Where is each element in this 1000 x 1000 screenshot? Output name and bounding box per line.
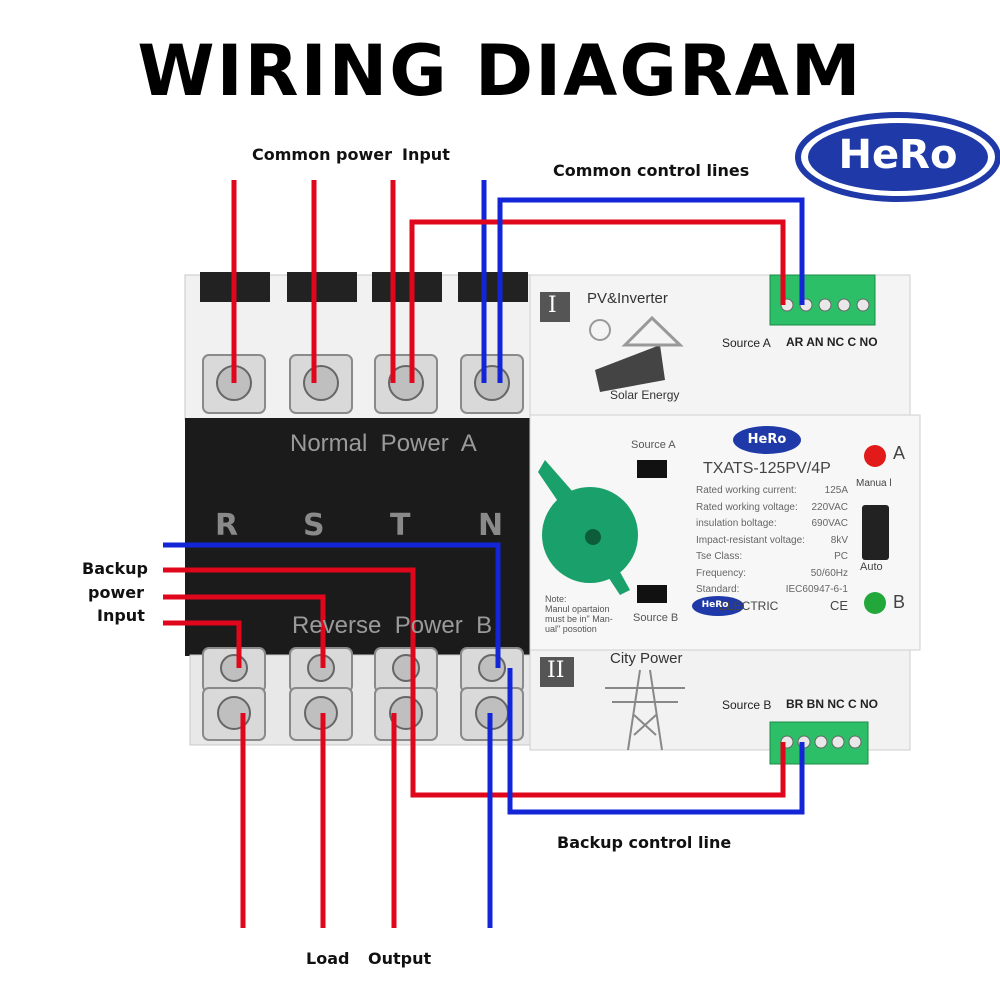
auto-label: Auto: [860, 561, 883, 573]
note-line: Manul opartaion: [545, 604, 610, 614]
wire-backup-control-bn: [507, 668, 805, 815]
manual-note: Note: Manul opartaion must be in" Man- u…: [545, 594, 613, 634]
window-source-a: Source A: [631, 439, 676, 451]
label-backup-control-line: Backup control line: [557, 833, 732, 852]
wires: [163, 180, 805, 928]
spec-value: IEC60947-6-1: [785, 584, 848, 595]
spec-row: Impact-resistant voltage: 8kV: [696, 533, 848, 550]
spec-value: 690VAC: [811, 518, 848, 529]
label-common-control-lines: Common control lines: [553, 161, 750, 180]
spec-key: Frequency:: [696, 567, 747, 579]
spec-row: Rated working current: 125A: [696, 483, 848, 500]
electric-label: ELECTRIC: [719, 599, 779, 613]
phase-letter-n: N: [478, 508, 504, 543]
pv-inverter-label: PV&Inverter: [587, 290, 668, 307]
phase-letter-r: R: [215, 508, 239, 543]
wire-backup-t: [163, 567, 416, 668]
reverse-power-label: Reverse Power B: [292, 612, 493, 639]
wire-backup-s: [163, 594, 326, 668]
solar-energy-label: Solar Energy: [610, 388, 680, 402]
label-input-top: Input: [402, 145, 450, 164]
lamp-b: [864, 592, 886, 614]
ce-mark: CE: [830, 598, 849, 613]
hero-logo-text: HeRo: [838, 132, 958, 178]
indicator-a-label: A: [893, 443, 906, 463]
face-logo-small-text: HeRo: [701, 600, 729, 610]
wire-control-ar: [409, 219, 786, 383]
label-power: power: [88, 583, 144, 602]
face-logo: [692, 426, 801, 616]
breaker-top-poles: [184, 272, 531, 421]
spec-key: Standard:: [696, 584, 740, 595]
note-line: ual" posotion: [545, 624, 597, 634]
source-b-terminal-label: Source B: [722, 698, 772, 712]
spec-value: 50/60Hz: [810, 567, 848, 579]
manual-label: Manua l: [856, 478, 892, 489]
phase-letter-s: S: [303, 508, 325, 543]
mode-switch[interactable]: [862, 505, 889, 560]
wire-backup-r: [163, 620, 242, 668]
city-power-label: City Power: [610, 650, 683, 667]
note-line: Note:: [545, 594, 567, 604]
spec-key: Rated working voltage:: [696, 501, 798, 513]
spec-key: Rated working current:: [696, 485, 797, 496]
wire-backup-n: [163, 542, 501, 668]
label-backup: Backup: [82, 559, 148, 578]
spec-value: 125A: [824, 485, 848, 496]
upper-terminal-names: AR AN NC C NO: [786, 335, 878, 349]
normal-power-label: Normal Power A: [290, 430, 477, 457]
spec-key: Tse Class:: [696, 551, 743, 562]
lamp-a: [864, 445, 886, 467]
label-common-power: Common power: [252, 145, 392, 164]
spec-value: PC: [834, 551, 848, 562]
sun-icon: [589, 319, 611, 341]
spec-key: Impact-resistant voltage:: [696, 534, 805, 546]
wire-backup-control-br: [410, 668, 786, 798]
black-block: [185, 418, 530, 656]
phase-letter-t: T: [390, 508, 411, 543]
note-line: must be in" Man-: [545, 614, 613, 624]
spec-key: insulation boltage:: [696, 518, 777, 529]
controller-body: [529, 274, 921, 765]
face-logo-text: HeRo: [747, 432, 787, 447]
label-output: Output: [368, 949, 432, 968]
source-a-terminal-label: Source A: [722, 336, 771, 350]
panel-roman-ii: II: [547, 658, 565, 683]
lower-terminal-names: BR BN NC C NO: [786, 697, 878, 711]
solar-panel-icon: [595, 345, 665, 392]
page-title: WIRING DIAGRAM: [137, 30, 863, 112]
power-tower-icon: [605, 669, 685, 751]
house-icon: [621, 315, 684, 347]
spec-value: 220VAC: [811, 501, 848, 513]
model-number: TXATS-125PV/4P: [703, 460, 831, 477]
spec-row: insulation boltage: 690VAC: [696, 516, 848, 533]
label-input-left: Input: [97, 606, 145, 625]
indicator-b-label: B: [893, 592, 906, 612]
spec-row: Frequency: 50/60Hz: [696, 566, 848, 583]
spec-row: Standard: IEC60947-6-1: [696, 582, 848, 599]
label-load: Load: [306, 949, 350, 968]
panel-roman-i: I: [548, 293, 557, 318]
spec-value: 8kV: [830, 534, 848, 546]
spec-row: Rated working voltage: 220VAC: [696, 500, 848, 517]
spec-row: Tse Class: PC: [696, 549, 848, 566]
wire-control-an: [497, 197, 805, 383]
window-source-b: Source B: [633, 612, 679, 624]
hero-logo: [795, 112, 1000, 202]
